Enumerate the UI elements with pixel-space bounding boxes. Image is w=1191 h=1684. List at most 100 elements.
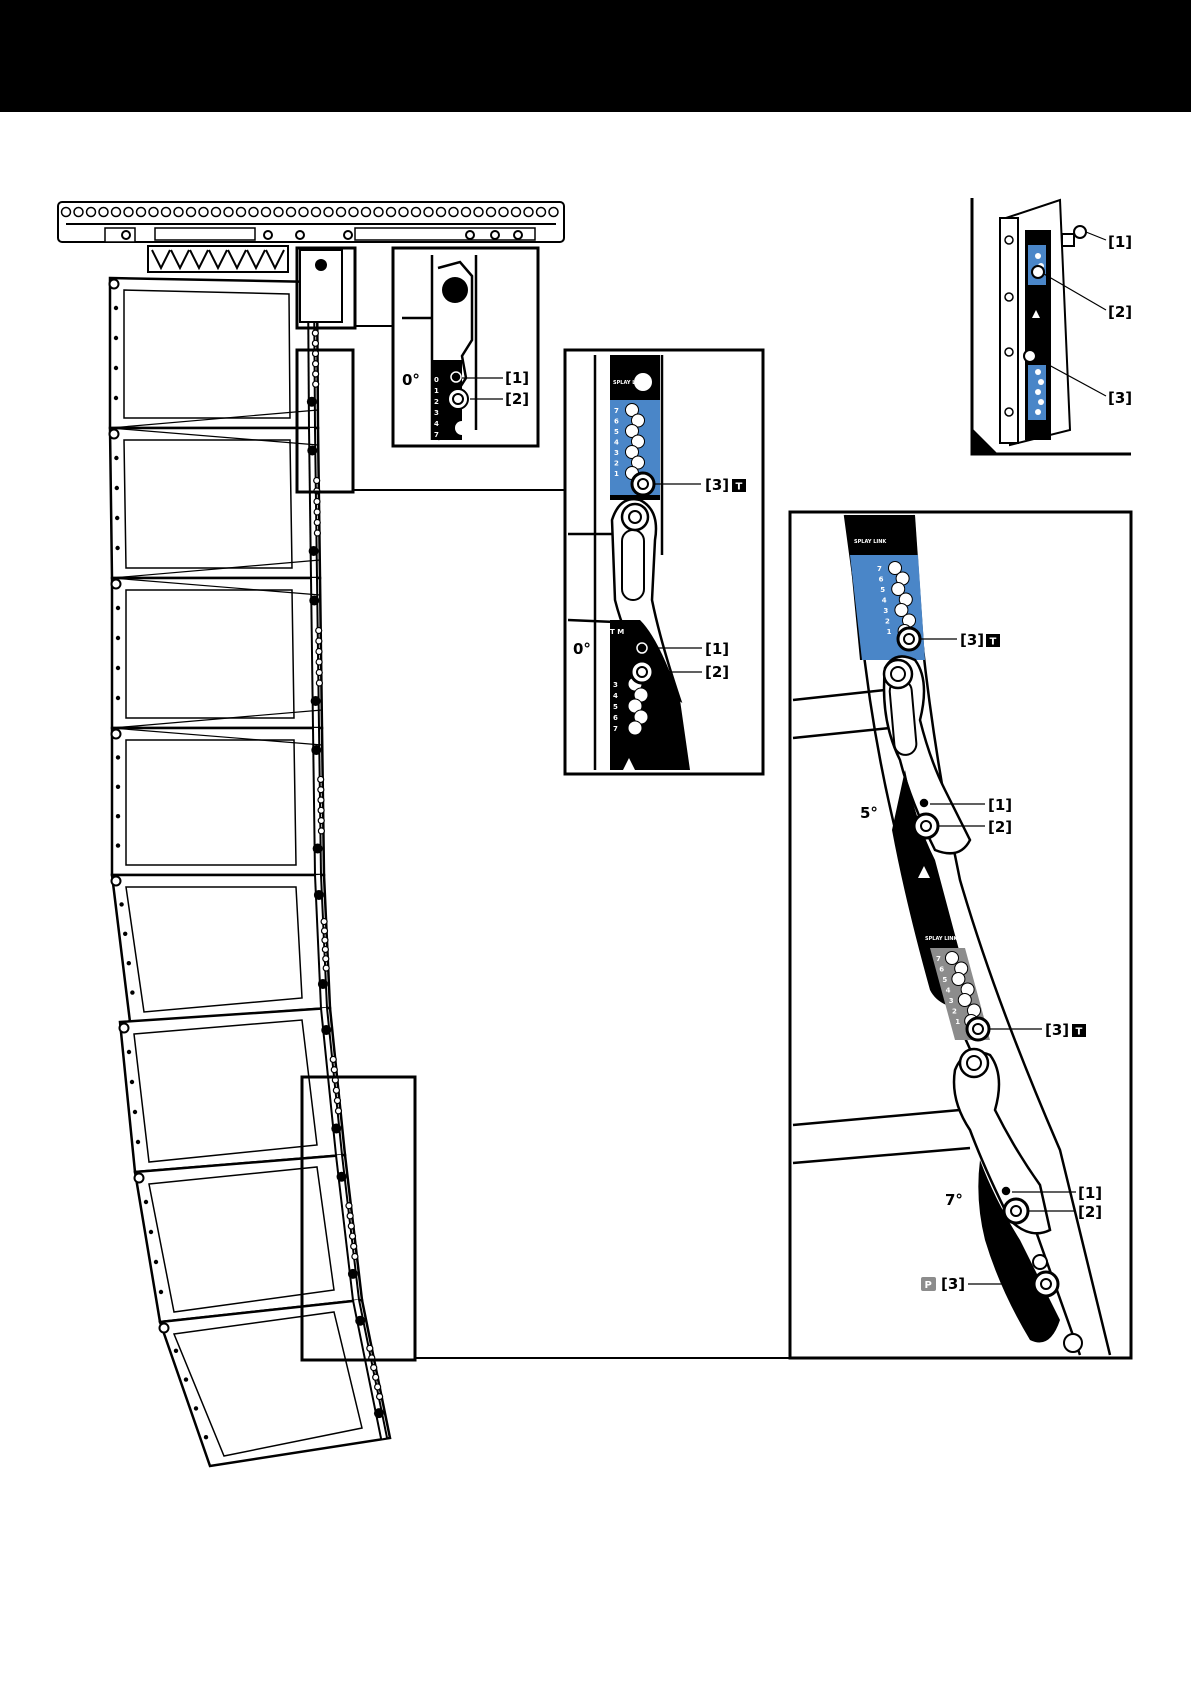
position-hole (628, 721, 642, 735)
flybar-hole (487, 208, 496, 217)
detail-d-angle-7: 7° (945, 1191, 963, 1209)
flybar-hole (362, 208, 371, 217)
flybar-hole (149, 208, 158, 217)
screw (116, 666, 120, 670)
detail-c: [1] [2] [3] (972, 198, 1132, 454)
flybar-hole (449, 208, 458, 217)
rear-hole (316, 680, 322, 686)
rear-hole (316, 649, 322, 655)
flybar-hole (462, 208, 471, 217)
rear-hole (347, 1213, 353, 1219)
rear-pin (309, 596, 319, 606)
front-pin (112, 730, 121, 739)
flybar-hole (399, 208, 408, 217)
screw (116, 785, 120, 789)
detail-d-label-3-top: [3] (960, 631, 984, 649)
rear-hole (334, 1098, 340, 1104)
hole-number: 3 (883, 607, 888, 615)
hole-number: 4 (613, 692, 618, 700)
screw (204, 1435, 208, 1439)
screw (123, 932, 127, 936)
cabinet (112, 875, 330, 1022)
rear-hole (313, 381, 319, 387)
hole-number: 5 (942, 976, 947, 984)
flybar-hole (74, 208, 83, 217)
screw (149, 1230, 153, 1234)
rear-hole (323, 956, 329, 962)
detail-d-pin-3-bottom (1034, 1272, 1058, 1296)
screw (116, 755, 120, 759)
screw (144, 1200, 148, 1204)
rear-pin (355, 1316, 365, 1326)
position-hole (946, 952, 959, 965)
detail-d-pin-2-b (1004, 1199, 1028, 1223)
cabinet (135, 1155, 362, 1322)
flybar-hole (249, 208, 258, 217)
flybar-hole (187, 208, 196, 217)
screw (114, 366, 118, 370)
rear-hole (375, 1384, 381, 1390)
hole-number: 1 (887, 628, 892, 636)
hole-number: 5 (614, 428, 619, 436)
flybar-hole (174, 208, 183, 217)
cabinet (110, 428, 320, 578)
flybar-hole (287, 208, 296, 217)
rear-hole (371, 1365, 377, 1371)
hole-number: 7 (936, 955, 941, 963)
screw (136, 1140, 140, 1144)
svg-text:4: 4 (434, 420, 439, 428)
screw (115, 546, 119, 550)
hole-number: 7 (614, 407, 619, 415)
hole-number: 7 (877, 565, 882, 573)
hole-number: 3 (614, 449, 619, 457)
rear-hole (313, 371, 319, 377)
front-pin (160, 1324, 169, 1333)
flybar-hole (312, 208, 321, 217)
front-pin (110, 430, 119, 439)
detail-d-label-1-b: [1] (1078, 1184, 1102, 1202)
rear-hole (350, 1233, 356, 1239)
detail-b-label-1: [1] (705, 640, 729, 658)
detail-b-angle: 0° (573, 640, 591, 658)
rear-hole (312, 330, 318, 336)
screw (114, 396, 118, 400)
screw (115, 516, 119, 520)
flybar-hole (199, 208, 208, 217)
screw (130, 1080, 134, 1084)
hole-number: 3 (949, 997, 954, 1005)
screw (116, 606, 120, 610)
rear-pin (311, 696, 321, 706)
detail-a-label-2: [2] (505, 390, 529, 408)
hole-number: 6 (614, 418, 619, 426)
rear-pin (331, 1124, 341, 1134)
flybar-hole (262, 208, 271, 217)
rear-hole (314, 520, 320, 526)
rear-hole (331, 1067, 337, 1073)
flybar-hole (124, 208, 133, 217)
svg-text:T M: T M (610, 628, 624, 636)
flybar-hole (162, 208, 171, 217)
rear-hole (316, 628, 322, 634)
hole-number: 1 (955, 1018, 960, 1026)
screw (116, 636, 120, 640)
detail-b-pin-2 (631, 661, 653, 683)
svg-text:SPLAY LINK: SPLAY LINK (854, 539, 887, 545)
rear-hole (351, 1243, 357, 1249)
flybar-hole (524, 208, 533, 217)
detail-d-pin-2-a (914, 814, 938, 838)
detail-d-label-3-bottom: [3] (941, 1275, 965, 1293)
detail-b-label-2: [2] (705, 663, 729, 681)
rear-hole (318, 828, 324, 834)
hole-number: 6 (613, 714, 618, 722)
rear-pin (348, 1269, 358, 1279)
hole-number: 5 (613, 703, 618, 711)
rear-pin (321, 1025, 331, 1035)
rear-hole (348, 1223, 354, 1229)
screw (116, 843, 120, 847)
detail-c-pin-1 (1074, 226, 1086, 238)
detail-d-badge-t-mid: T (1076, 1027, 1083, 1038)
svg-text:7: 7 (434, 431, 439, 439)
hole-number: 6 (879, 576, 884, 584)
hole-number: 4 (946, 987, 951, 995)
detail-c-label-3: [3] (1108, 389, 1132, 407)
